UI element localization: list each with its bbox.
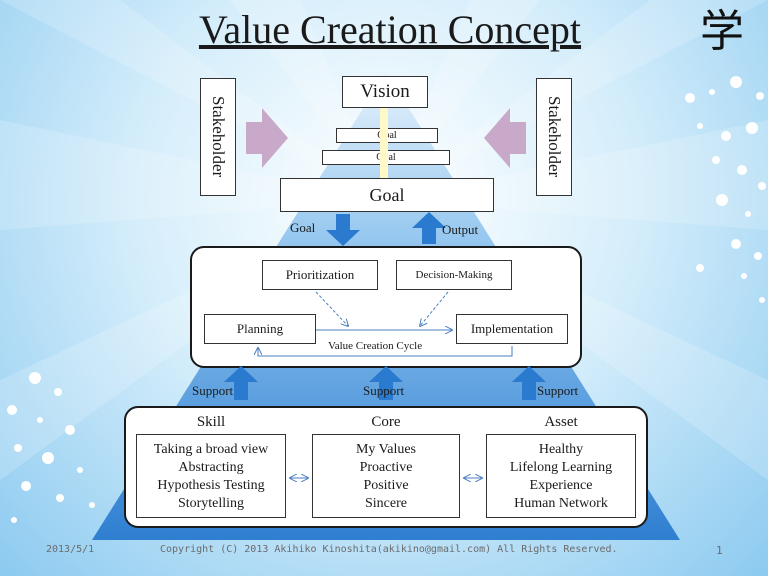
list-item: Healthy [538, 442, 584, 457]
asset-list: Healthy Lifelong Learning Experience Hum… [486, 434, 636, 518]
skill-heading: Skill [196, 414, 226, 430]
support-label-right: Support [537, 383, 579, 398]
decorative-dots-left [7, 372, 95, 523]
decision-making-box: Decision-Making [396, 260, 512, 290]
output-arrow-label: Output [442, 222, 479, 237]
list-item: Sincere [365, 496, 407, 511]
goal-main-box: Goal [280, 178, 494, 212]
output-up-arrow-icon [412, 212, 446, 244]
prioritization-box: Prioritization [262, 260, 378, 290]
list-item: Hypothesis Testing [157, 478, 265, 493]
support-arrow-left-icon [224, 366, 258, 400]
vision-box: Vision [342, 76, 428, 108]
list-item: Positive [363, 478, 409, 493]
support-arrow-center-icon [369, 366, 403, 400]
goal-down-arrow-icon [326, 214, 360, 246]
asset-heading: Asset [544, 414, 578, 430]
footer-date: 2013/5/1 [46, 544, 95, 555]
implementation-box: Implementation [456, 314, 568, 344]
list-item: My Values [355, 442, 417, 457]
list-item: Experience [529, 478, 593, 493]
decorative-dots-right [685, 76, 766, 303]
stakeholder-arrow-left-icon [484, 108, 526, 168]
core-list: My Values Proactive Positive Sincere [312, 434, 460, 518]
kanji-logo: 学 [700, 6, 744, 57]
list-item: Lifelong Learning [509, 460, 613, 475]
planning-box: Planning [204, 314, 316, 344]
cycle-caption: Value Creation Cycle [328, 340, 423, 352]
list-item: Proactive [359, 460, 413, 475]
footer-copyright: Copyright (C) 2013 Akihiko Kinoshita(aki… [160, 544, 618, 555]
support-arrow-right-icon [512, 366, 546, 400]
list-item: Storytelling [177, 496, 245, 511]
core-heading: Core [371, 414, 401, 430]
slide-title: Value Creation Concept [198, 7, 582, 52]
page-number: 1 [716, 544, 723, 557]
stakeholder-left: Stakeholder [200, 78, 236, 196]
skill-list: Taking a broad view Abstracting Hypothes… [136, 434, 286, 518]
support-label-center: Support [363, 383, 405, 398]
list-item: Human Network [514, 496, 608, 511]
goal-arrow-label: Goal [290, 220, 316, 235]
list-item: Abstracting [178, 460, 244, 475]
support-label-left: Support [192, 383, 234, 398]
stakeholder-arrow-right-icon [246, 108, 288, 168]
stakeholder-right: Stakeholder [536, 78, 572, 196]
list-item: Taking a broad view [153, 442, 269, 457]
